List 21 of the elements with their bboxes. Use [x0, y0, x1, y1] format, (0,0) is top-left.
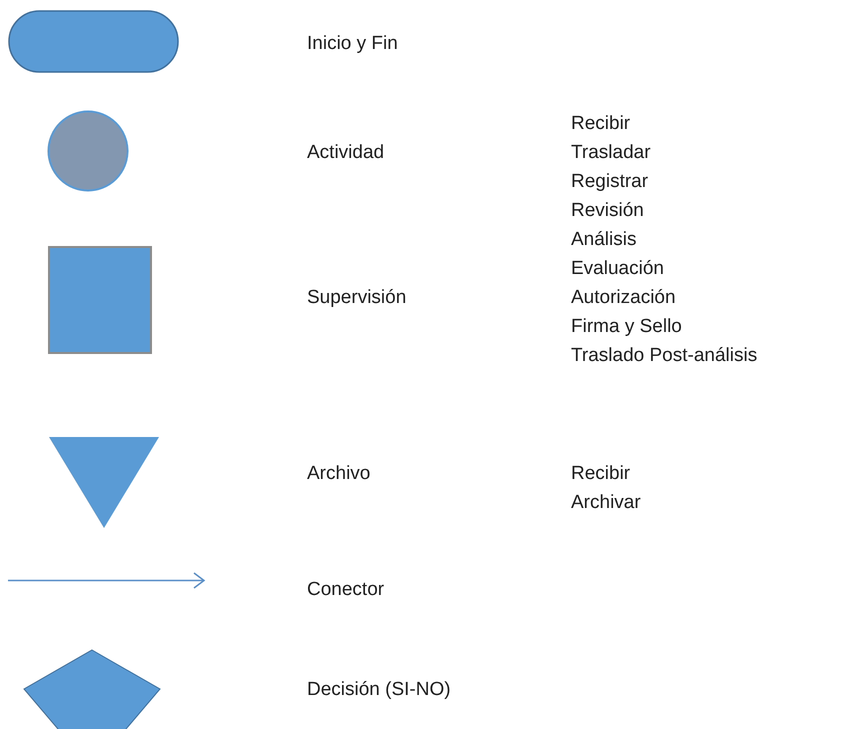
label-text: Evaluación: [571, 259, 664, 278]
label-text: Recibir: [571, 114, 630, 133]
label-text: Registrar: [571, 172, 648, 191]
label-text: Conector: [307, 580, 384, 599]
decision-diamond: [23, 649, 161, 729]
label-text: Autorización: [571, 288, 676, 307]
label-text: Traslado Post-análisis: [571, 346, 758, 365]
label-text: Firma y Sello: [571, 317, 682, 336]
label-text: Actividad: [307, 143, 384, 162]
label-text: Archivo: [307, 464, 370, 483]
label-text: Trasladar: [571, 143, 651, 162]
label-text: Revisión: [571, 201, 644, 220]
square-symbol: [48, 246, 152, 354]
label-text: Recibir: [571, 464, 630, 483]
circle-symbol: [47, 110, 129, 192]
label-text: Archivar: [571, 493, 641, 512]
label-text: Decisión (SI-NO): [307, 680, 451, 699]
triangle-symbol: [48, 436, 160, 529]
label-text: Inicio y Fin: [307, 34, 398, 53]
label-text: Análisis: [571, 230, 636, 249]
label-text: Supervisión: [307, 288, 406, 307]
